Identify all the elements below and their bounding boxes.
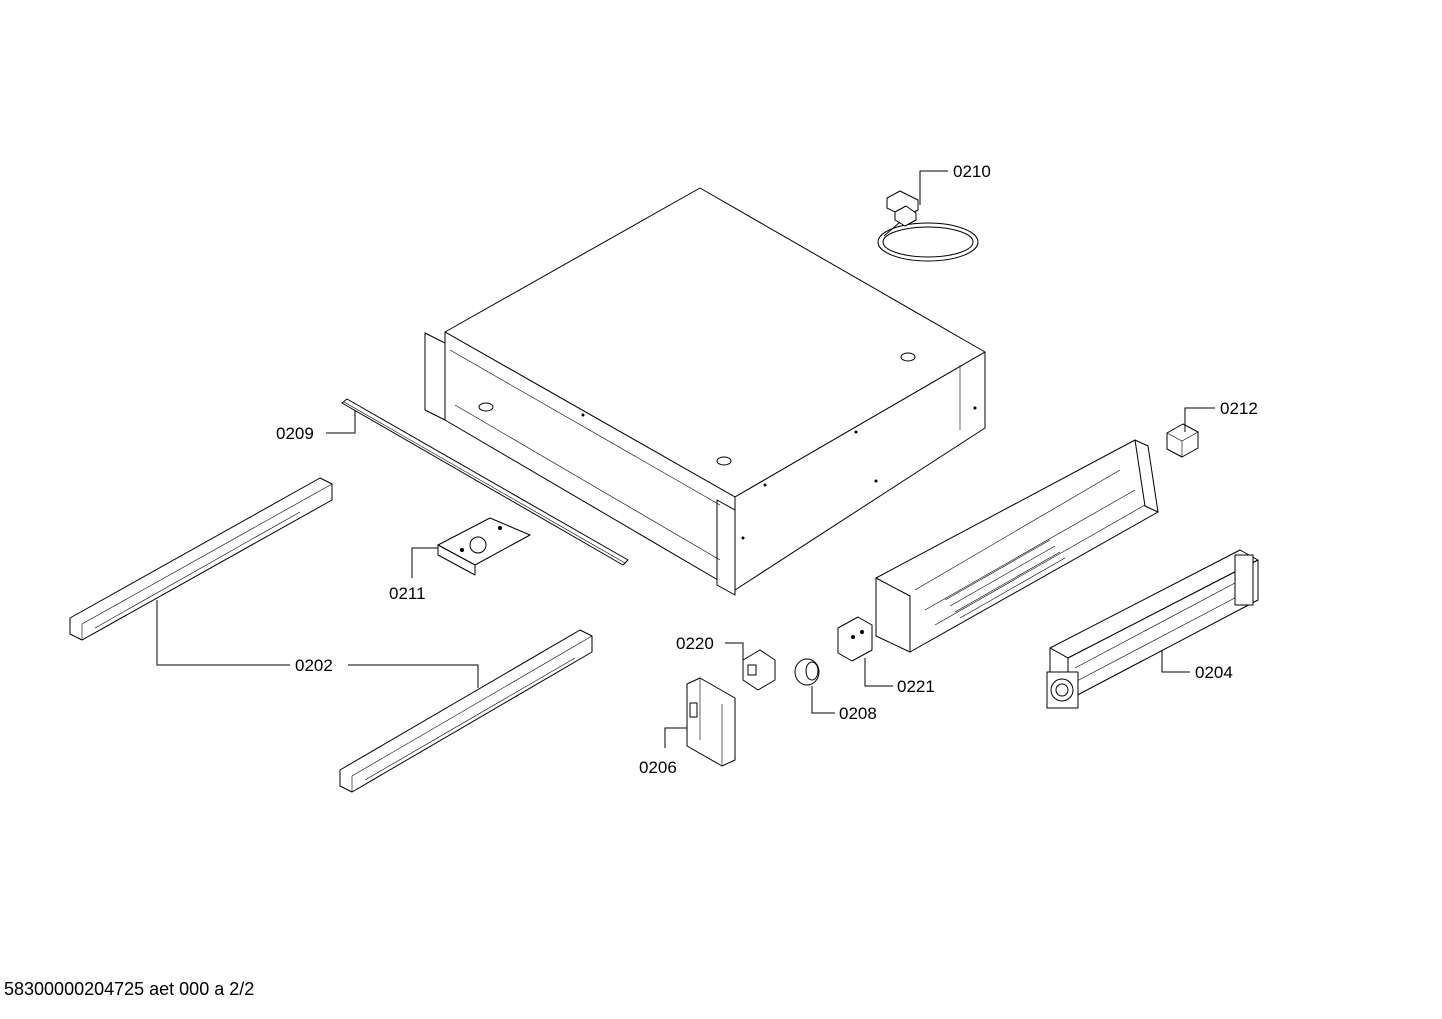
document-code: 58300000204725 aet 000 a 2/2	[4, 979, 255, 999]
callout-0209: 0209	[276, 424, 314, 443]
callout-0211: 0211	[389, 584, 426, 603]
telescopic-rail-upper	[69, 477, 333, 641]
control-knob	[794, 658, 820, 686]
vent-grille	[944, 539, 1066, 619]
drawer-housing	[424, 187, 986, 596]
callout-0202: 0202	[295, 656, 333, 675]
seal-strip	[341, 398, 629, 566]
callout-0212: 0212	[1220, 399, 1258, 418]
callout-0204: 0204	[1195, 663, 1233, 682]
telescopic-rail-lower	[339, 629, 593, 793]
heating-element	[1046, 549, 1259, 709]
mounting-plate	[437, 517, 531, 576]
control-housing	[837, 439, 1159, 662]
callout-0221: 0221	[897, 677, 935, 696]
connector-plug	[1166, 423, 1199, 458]
callout-0208: 0208	[839, 704, 877, 723]
callout-0206: 0206	[639, 758, 677, 777]
callout-0220: 0220	[676, 634, 714, 653]
power-cable	[877, 190, 979, 262]
leader-lines	[156, 170, 1215, 748]
callout-0210: 0210	[953, 162, 991, 181]
switch	[742, 649, 776, 691]
control-board	[686, 677, 736, 767]
